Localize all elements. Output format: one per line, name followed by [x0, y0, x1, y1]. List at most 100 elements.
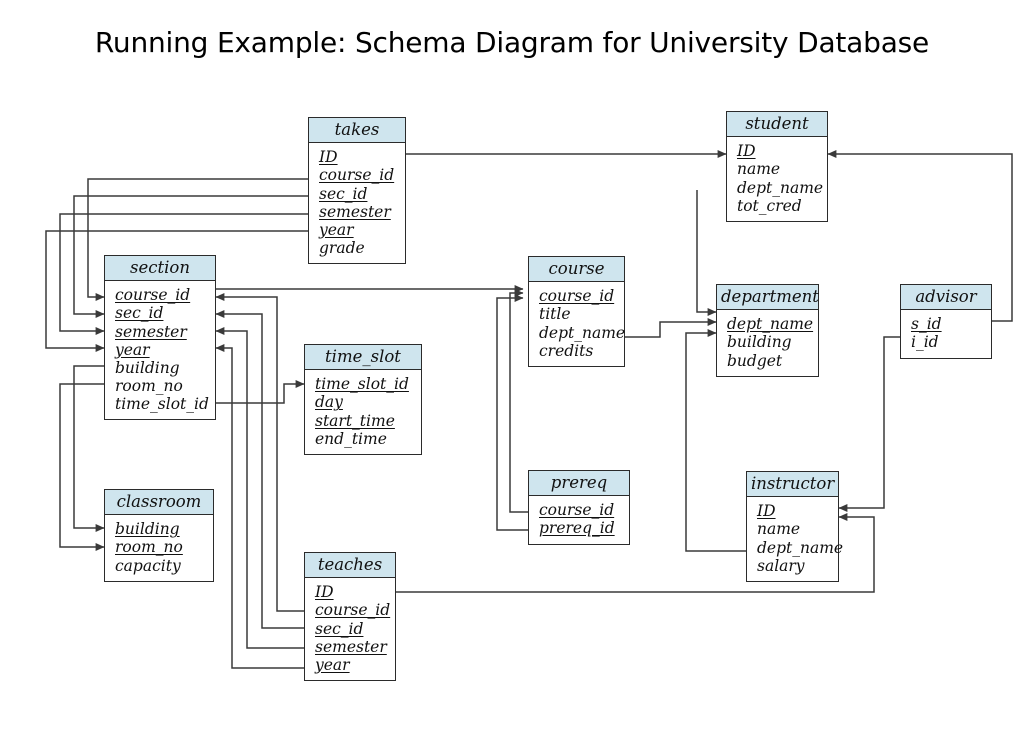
field-label: credits: [539, 341, 594, 360]
edge-prereq-courseid-course-courseid: [509, 289, 528, 513]
table-instructor-title: instructor: [747, 472, 838, 498]
table-teaches-title: teaches: [305, 553, 395, 579]
field-label: year: [315, 655, 350, 674]
field-department-building: building: [717, 333, 818, 351]
table-classroom-title: classroom: [105, 490, 213, 516]
field-section-year: year: [105, 341, 215, 359]
field-label: tot_cred: [737, 196, 802, 215]
edge-prereq-prereqid-course-courseid: [496, 294, 528, 531]
field-label: year: [115, 340, 150, 359]
field-label: course_id: [315, 601, 391, 620]
field-label: sec_id: [115, 304, 164, 323]
field-label: room_no: [115, 376, 183, 395]
field-teaches-ID: ID: [305, 583, 395, 601]
field-takes-grade: grade: [309, 239, 405, 257]
field-label: sec_id: [319, 184, 368, 203]
edge-advisor-iid-instructor-id: [838, 336, 900, 512]
field-student-tot_cred: tot_cred: [727, 197, 827, 215]
page-title: Running Example: Schema Diagram for Univ…: [94, 26, 930, 59]
field-label: dept_name: [737, 178, 824, 197]
edge-takes-semester-section-semester: [59, 213, 406, 335]
field-label: time_slot_id: [115, 395, 209, 414]
edge-takes-year-section-year: [45, 230, 406, 352]
field-label: course_id: [539, 501, 615, 520]
field-label: dept_name: [757, 538, 844, 557]
table-prereq-title: prereq: [529, 471, 629, 497]
field-label: name: [757, 520, 801, 539]
field-label: capacity: [115, 556, 181, 575]
field-instructor-dept_name: dept_name: [747, 539, 843, 557]
field-label: building: [727, 333, 792, 352]
field-instructor-ID: ID: [747, 502, 838, 520]
field-section-time_slot_id: time_slot_id: [105, 395, 215, 413]
field-classroom-room_no: room_no: [105, 538, 213, 556]
field-teaches-course_id: course_id: [305, 601, 395, 619]
field-label: grade: [319, 238, 365, 257]
field-label: salary: [757, 556, 805, 575]
edge-takes-courseid-section-courseid: [87, 178, 406, 301]
edge-section-building-classroom-building: [73, 365, 105, 532]
edge-course-deptname-department-deptname: [625, 318, 717, 338]
field-label: dept_name: [539, 323, 626, 342]
field-label: prereq_id: [539, 519, 615, 538]
field-course-dept_name: dept_name: [529, 323, 626, 342]
field-label: room_no: [115, 538, 183, 557]
table-department-title: department: [717, 285, 819, 311]
field-student-ID: ID: [727, 142, 827, 160]
field-teaches-semester: semester: [305, 638, 395, 656]
field-label: end_time: [315, 429, 387, 448]
field-label: semester: [319, 202, 391, 221]
table-advisor-title: advisor: [901, 285, 991, 311]
field-label: semester: [115, 322, 187, 341]
field-teaches-year: year: [305, 656, 395, 674]
table-takes-title: takes: [309, 118, 405, 144]
field-label: s_id: [911, 315, 942, 334]
field-teaches-sec_id: sec_id: [305, 620, 395, 638]
field-instructor-name: name: [747, 520, 838, 538]
field-label: ID: [319, 148, 338, 167]
edge-teaches-secid-section-secid: [215, 310, 304, 629]
field-course-course_id: course_id: [529, 287, 624, 305]
table-section-title: section: [105, 256, 215, 282]
field-course-title: title: [529, 305, 624, 323]
field-label: dept_name: [727, 315, 814, 334]
field-section-semester: semester: [105, 323, 215, 341]
table-time-slot-title: time_slot: [305, 345, 421, 371]
field-label: semester: [315, 637, 387, 656]
edge-student-deptname-department-deptname: [696, 190, 717, 316]
field-label: start_time: [315, 411, 395, 430]
field-student-dept_name: dept_name: [727, 179, 827, 197]
field-takes-ID: ID: [309, 148, 405, 166]
edge-teaches-id-instructor-id: [396, 513, 875, 593]
field-department-budget: budget: [717, 352, 818, 370]
edge-section-timeslotid-timeslot-timeslotid: [214, 380, 305, 404]
field-takes-year: year: [309, 221, 405, 239]
field-section-course_id: course_id: [105, 286, 215, 304]
field-prereq-course_id: course_id: [529, 501, 629, 519]
field-section-sec_id: sec_id: [105, 304, 215, 322]
field-label: name: [737, 160, 781, 179]
field-time_slot-start_time: start_time: [305, 412, 421, 430]
field-time_slot-end_time: end_time: [305, 430, 421, 448]
field-label: day: [315, 393, 343, 412]
